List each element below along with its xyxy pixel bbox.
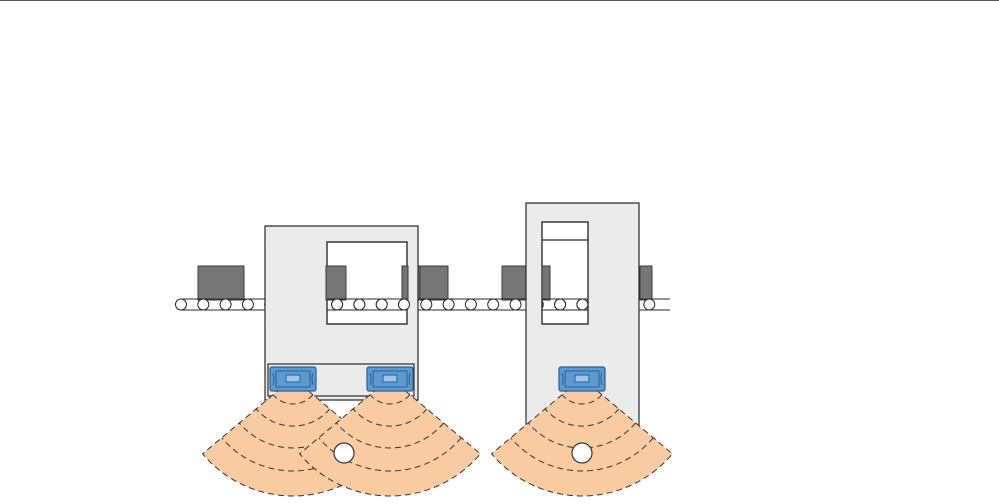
sensor-transducer [383,375,397,382]
conveyor-roller [555,299,566,310]
package-box [402,266,408,300]
conveyor-roller [242,299,253,310]
window-rollers [332,299,588,310]
beam-sector [492,378,673,496]
conveyor-roller [399,299,410,310]
sensor-transducer [575,375,589,382]
conveyor-roller [354,299,365,310]
conveyor-roller [220,299,231,310]
package-box [326,266,346,300]
ultrasonic-sensor-icon [270,367,316,391]
conveyor-roller [644,299,655,310]
ultrasonic-sensor-icon [559,367,605,391]
ultrasonic-sensor-icon [367,367,413,391]
conveyor-roller [465,299,476,310]
conveyor-roller [332,299,343,310]
conveyor-roller [176,299,187,310]
conveyor-roller [198,299,209,310]
detected-object-marker [334,443,354,463]
package-box [542,266,550,300]
conveyor-roller [421,299,432,310]
sensor-detection-cone [492,378,673,496]
conveyor-roller [577,299,588,310]
window-contents [326,266,588,310]
conveyor-roller [488,299,499,310]
package-box [198,266,244,300]
conveyor-roller [376,299,387,310]
detected-object-marker [572,443,592,463]
sensor-beams [203,378,673,496]
package-box [420,266,448,300]
sensor-transducer [286,375,300,382]
conveyor-roller [510,299,521,310]
conveyor-roller [443,299,454,310]
package-box [640,266,652,300]
